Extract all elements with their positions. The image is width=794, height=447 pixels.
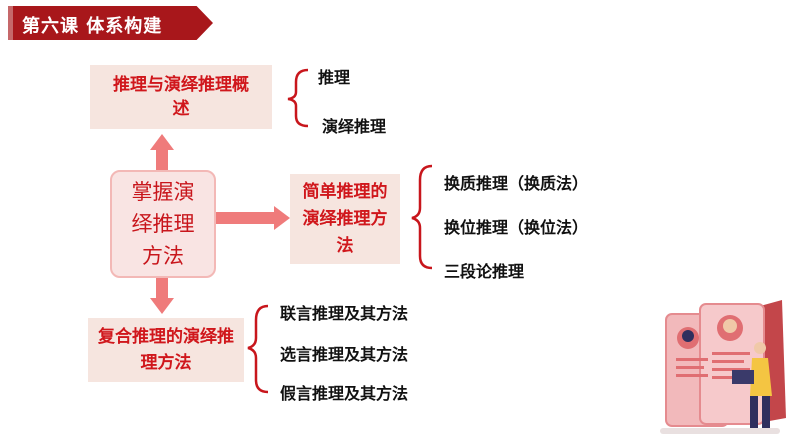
center-topic-label: 掌握演绎推理方法 <box>131 180 195 268</box>
arrow-right-shaft <box>216 212 276 224</box>
page-title: 第六课 体系构建 <box>22 16 163 37</box>
item-disjunctive: 选言推理及其方法 <box>280 345 409 364</box>
arrow-down-shaft <box>156 276 168 300</box>
center-topic: 掌握演绎推理方法 <box>110 170 216 278</box>
box-simple-inference-label: 简单推理的演绎推理方法 <box>302 181 388 256</box>
arrow-right-head <box>274 206 290 230</box>
box-compound-inference-label: 复合推理的演绎推理方法 <box>98 327 234 373</box>
arrow-up-shaft <box>156 148 168 172</box>
brace-bottom <box>247 304 269 394</box>
people-profile-cards-illustration <box>660 300 786 434</box>
brace-right <box>411 164 433 270</box>
header-stripe <box>8 6 13 40</box>
item-inference: 推理 <box>318 68 351 87</box>
item-syllogism: 三段论推理 <box>444 262 525 281</box>
header-banner <box>8 6 213 40</box>
item-conjunctive: 联言推理及其方法 <box>280 304 409 323</box>
box-compound-inference: 复合推理的演绎推理方法 <box>88 318 244 382</box>
item-hypothetical: 假言推理及其方法 <box>280 384 409 403</box>
brace-top <box>287 68 309 128</box>
arrow-down-head <box>150 298 174 314</box>
box-simple-inference: 简单推理的演绎推理方法 <box>290 174 400 264</box>
box-overview-label: 推理与演绎推理概述 <box>113 75 249 119</box>
box-overview: 推理与演绎推理概述 <box>90 65 272 129</box>
item-conversion: 换位推理（换位法） <box>444 218 589 237</box>
item-obversion: 换质推理（换质法） <box>444 174 589 193</box>
item-deductive-inference: 演绎推理 <box>322 117 387 136</box>
arrow-up-head <box>150 134 174 150</box>
